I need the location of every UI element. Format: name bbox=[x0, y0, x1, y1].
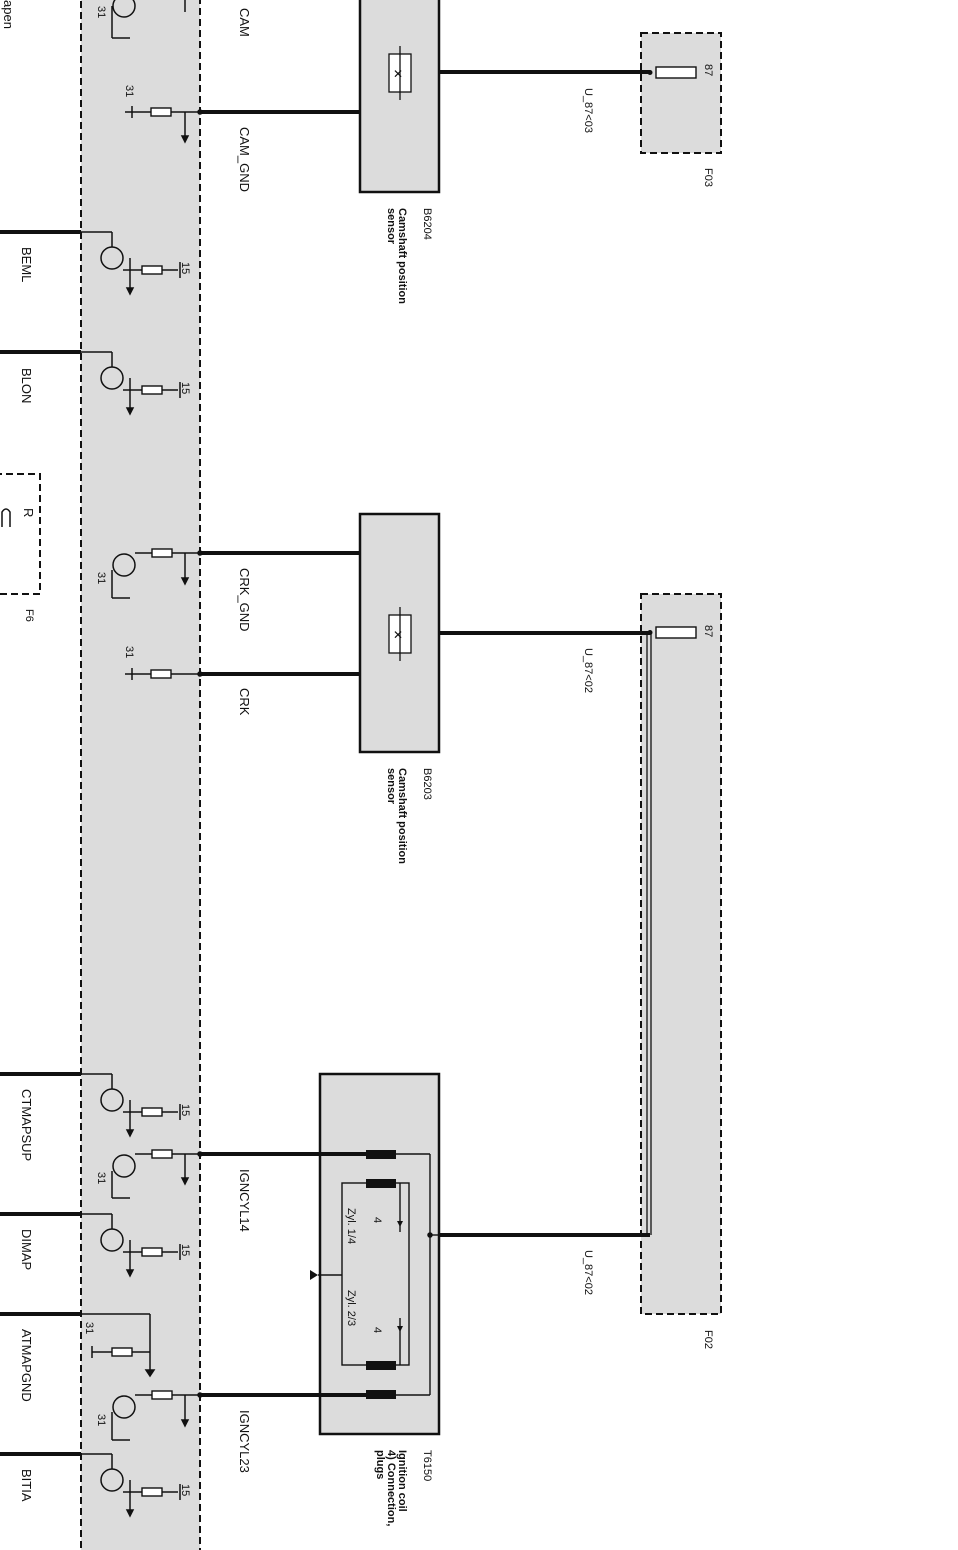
coil-windings bbox=[310, 1150, 403, 1399]
svg-text:T6150: T6150 bbox=[421, 1450, 433, 1481]
pin-numbers: 31 31 15 15 31 31 15 31 15 31 31 15 bbox=[83, 6, 191, 1496]
label-apen: apen bbox=[1, 0, 16, 29]
pin-31: 31 bbox=[123, 646, 135, 658]
pin-31: 31 bbox=[95, 1414, 107, 1426]
label-beml: BEML bbox=[19, 247, 34, 282]
wire-u87-02: U_87<02 bbox=[582, 648, 594, 693]
label-bitia: BITIA bbox=[19, 1469, 34, 1502]
pin-31: 31 bbox=[95, 6, 107, 18]
label-r: R bbox=[21, 508, 36, 517]
svg-text:B6203: B6203 bbox=[421, 768, 433, 800]
f6-box bbox=[0, 473, 41, 595]
label-igncyl14: IGNCYL14 bbox=[237, 1169, 252, 1232]
pin-31: 31 bbox=[95, 572, 107, 584]
ecu-terminal-markers bbox=[91, 106, 433, 1518]
coil-zyl23: Zyl. 2/3 bbox=[345, 1290, 357, 1326]
pin-15: 15 bbox=[179, 1484, 191, 1496]
svg-text:✕: ✕ bbox=[393, 67, 403, 81]
coil-num-4: 4 bbox=[371, 1217, 383, 1223]
b6203-caption: B6203 Camshaft position sensor bbox=[385, 768, 433, 864]
f02-code: F02 bbox=[702, 1330, 714, 1349]
coil-num-4: 4 bbox=[371, 1327, 383, 1333]
b6204-caption: B6204 Camshaft position sensor bbox=[385, 208, 433, 304]
f6-fuse-symbol bbox=[1, 508, 11, 527]
pin-31: 31 bbox=[95, 1172, 107, 1184]
b6204-hall-symbol: ✕ bbox=[388, 46, 412, 100]
wire-u87-02: U_87<02 bbox=[582, 1250, 594, 1295]
svg-text:Camshaft position: Camshaft position bbox=[396, 208, 408, 304]
label-ctmapsup: CTMAPSUP bbox=[19, 1089, 34, 1161]
b6203-hall-symbol: ✕ bbox=[388, 607, 412, 661]
t6150-box bbox=[318, 1072, 441, 1436]
label-crk: CRK bbox=[237, 688, 252, 716]
coil-zyl14: Zyl. 1/4 bbox=[345, 1208, 357, 1244]
label-cam: CAM bbox=[237, 8, 252, 37]
label-blon: BLON bbox=[19, 368, 34, 403]
pin-15: 15 bbox=[179, 1244, 191, 1256]
pin-31: 31 bbox=[123, 85, 135, 97]
pin-15: 15 bbox=[179, 1104, 191, 1116]
label-atmapgnd: ATMAPGND bbox=[19, 1329, 34, 1402]
f02-internal-wire bbox=[646, 633, 652, 1235]
wire-u87-03: U_87<03 bbox=[582, 88, 594, 133]
svg-text:sensor: sensor bbox=[385, 208, 397, 245]
label-crk-gnd: CRK_GND bbox=[237, 568, 252, 632]
f03-box bbox=[640, 32, 722, 154]
svg-text:B6204: B6204 bbox=[421, 208, 433, 240]
svg-text:sensor: sensor bbox=[385, 768, 397, 805]
svg-text:✕: ✕ bbox=[393, 628, 403, 642]
svg-text:plugs: plugs bbox=[374, 1450, 386, 1479]
svg-text:4) Connection,: 4) Connection, bbox=[385, 1450, 397, 1526]
svg-text:Ignition coil: Ignition coil bbox=[396, 1450, 408, 1512]
label-dimap: DIMAP bbox=[19, 1229, 34, 1270]
pin-31: 31 bbox=[83, 1322, 95, 1334]
f02-pin: 87 bbox=[702, 625, 714, 637]
ecu-circuits bbox=[81, 0, 200, 1510]
label-f6: F6 bbox=[23, 609, 35, 622]
pin-15: 15 bbox=[179, 382, 191, 394]
t6150-caption: T6150 Ignition coil 4) Connection, plugs bbox=[374, 1450, 433, 1526]
f03-pin: 87 bbox=[702, 64, 714, 76]
pin-15: 15 bbox=[179, 262, 191, 274]
harness-wires bbox=[0, 70, 650, 1456]
f02-box bbox=[640, 593, 722, 1315]
label-cam-gnd: CAM_GND bbox=[237, 127, 252, 192]
svg-text:Camshaft position: Camshaft position bbox=[396, 768, 408, 864]
f03-code: F03 bbox=[702, 168, 714, 187]
label-igncyl23: IGNCYL23 bbox=[237, 1410, 252, 1473]
